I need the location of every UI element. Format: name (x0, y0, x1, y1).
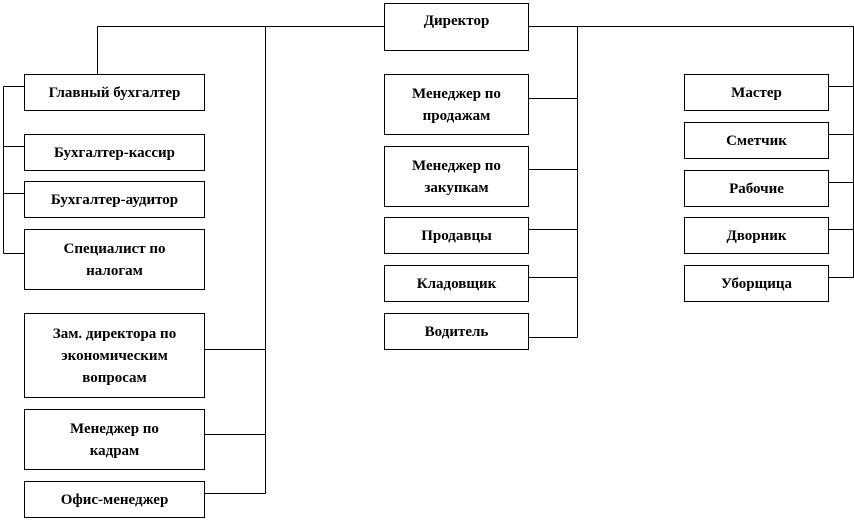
admin-spine (204, 26, 266, 494)
office-manager-box: Офис-менеджер (24, 481, 205, 518)
hr-manager-box: Менеджер по кадрам (24, 409, 205, 470)
auditor-accountant-box: Бухгалтер-аудитор (24, 181, 205, 218)
foreman-box: Мастер (684, 74, 829, 111)
director-box: Директор (384, 3, 529, 51)
janitor-box: Дворник (684, 217, 829, 254)
sellers-box: Продавцы (384, 217, 529, 254)
workers-box: Рабочие (684, 170, 829, 207)
purchasing-manager-box: Менеджер по закупкам (384, 146, 529, 207)
chief-accountant-box: Главный бухгалтер (24, 74, 205, 111)
tax-specialist-box: Специалист по налогам (24, 229, 205, 290)
right-spine (828, 26, 854, 278)
cleaner-box: Уборщица (684, 265, 829, 302)
deputy-director-box: Зам. директора по экономическим вопросам (24, 313, 205, 398)
middle-spine (528, 26, 578, 338)
estimator-box: Сметчик (684, 122, 829, 159)
storekeeper-box: Кладовщик (384, 265, 529, 302)
driver-box: Водитель (384, 313, 529, 350)
sales-manager-box: Менеджер по продажам (384, 74, 529, 135)
cashier-accountant-box: Бухгалтер-кассир (24, 134, 205, 171)
accounting-bracket (3, 86, 24, 254)
